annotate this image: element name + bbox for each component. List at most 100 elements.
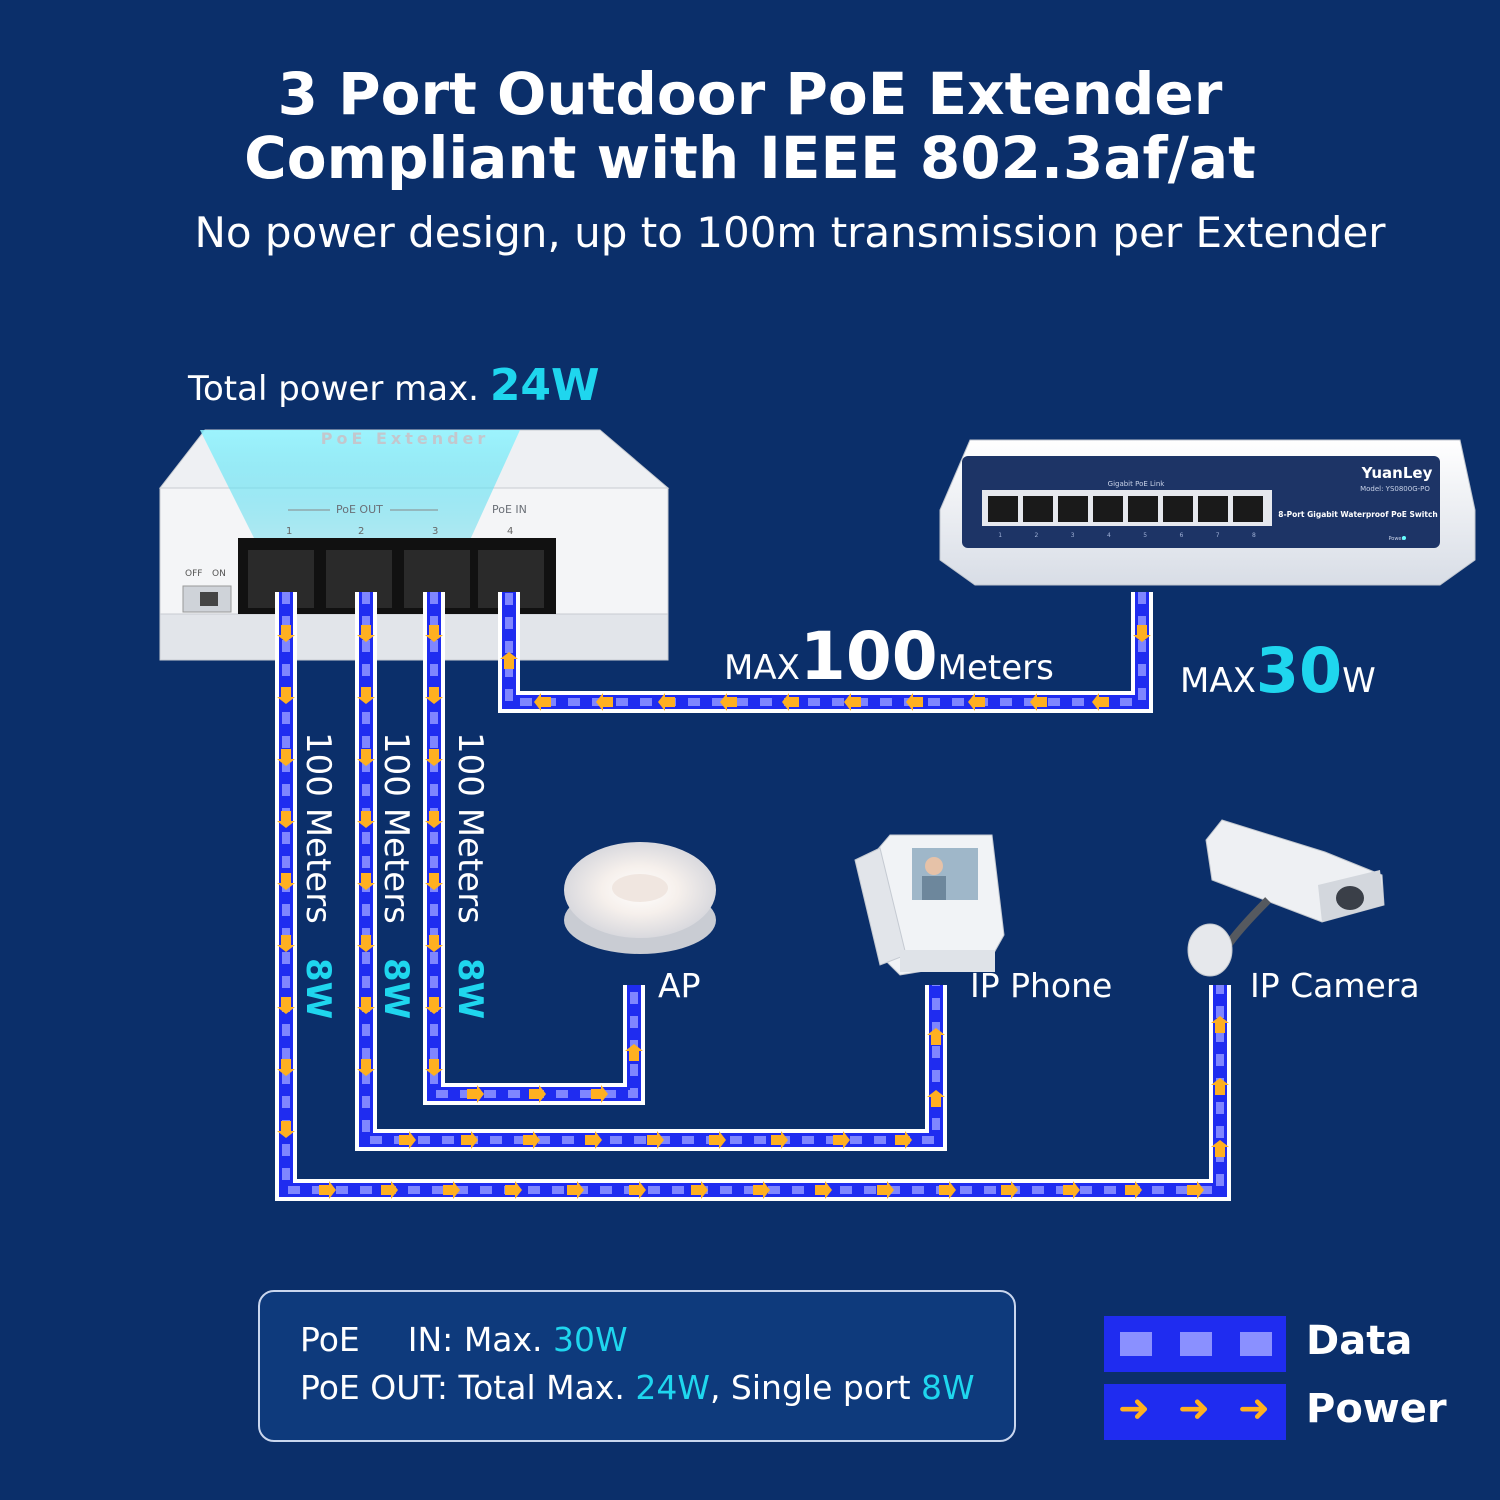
power-arrow-icon — [399, 1131, 416, 1149]
downlink-2-power: 8W — [376, 958, 416, 1020]
ip-phone-device — [854, 834, 1005, 976]
extender-top-text: PoE Extender — [321, 429, 490, 448]
power-arrow-icon — [782, 693, 799, 711]
uplink-distance-unit: Meters — [937, 648, 1054, 688]
switch-model: Model: YS0800G-PO — [1360, 485, 1430, 493]
data-legend-label: Data — [1306, 1318, 1413, 1364]
switch-on-label: ON — [212, 569, 226, 579]
port-number-1: 1 — [286, 526, 293, 537]
power-arrow-icon — [906, 693, 923, 711]
port-number-3: 3 — [432, 526, 439, 537]
power-arrow-icon — [319, 1181, 336, 1199]
power-arrow-icon — [1125, 1181, 1142, 1199]
power-arrow-icon — [895, 1131, 912, 1149]
power-arrow-icon — [357, 625, 375, 642]
power-arrow-icon — [425, 935, 443, 952]
data-square-icon — [1180, 1332, 1212, 1356]
power-arrow-icon — [567, 1181, 584, 1199]
power-arrow-icon — [357, 687, 375, 704]
power-arrow-icon — [467, 1085, 484, 1103]
power-arrow-icon — [968, 693, 985, 711]
power-arrow-icon — [771, 1131, 788, 1149]
power-arrow-icon — [844, 693, 861, 711]
power-arrow-icon — [357, 935, 375, 952]
downlink-2-distance: 100 Meters — [376, 732, 416, 924]
ip-phone-label: IP Phone — [970, 966, 1113, 1005]
power-arrow-icon — [277, 687, 295, 704]
power-arrow-icon — [927, 1090, 945, 1107]
data-legend-swatch — [1104, 1316, 1286, 1372]
poe-in-spec-max: Max. — [463, 1320, 543, 1359]
downlink-3-distance: 100 Meters — [450, 732, 490, 924]
power-arrow-icon — [277, 997, 295, 1014]
switch-port-number: 2 — [1034, 532, 1039, 539]
switch-port-number: 6 — [1179, 532, 1184, 539]
access-point-device — [564, 842, 716, 954]
power-arrow-icon — [277, 625, 295, 642]
downlink-1-power: 8W — [298, 958, 338, 1020]
power-arrow-icon — [658, 693, 675, 711]
ip-camera-label: IP Camera — [1250, 966, 1420, 1005]
power-arrow-icon — [523, 1131, 540, 1149]
switch-port-number: 3 — [1070, 532, 1075, 539]
poe-out-spec-total-value: 24W — [635, 1368, 710, 1407]
power-switch[interactable] — [183, 586, 231, 612]
switch-description: 8-Port Gigabit Waterproof PoE Switch — [1278, 510, 1438, 519]
ip-camera-device — [1187, 819, 1385, 977]
downlink-3-cable — [423, 592, 645, 1105]
switch-off-label: OFF — [185, 569, 203, 579]
power-arrow-icon — [357, 1059, 375, 1076]
uplink-distance-prefix: MAX — [724, 648, 800, 688]
poe-switch-device: YuanLey Model: YS0800G-PO Gigabit PoE Li… — [939, 439, 1476, 586]
power-arrow-icon — [1063, 1181, 1080, 1199]
uplink-cable — [498, 592, 1153, 713]
extender-ports — [248, 550, 544, 608]
poe-in-spec-prefix: PoE — [300, 1320, 360, 1359]
power-arrow-icon — [691, 1181, 708, 1199]
switch-port-number: 4 — [1106, 532, 1111, 539]
power-arrow-icon: ➜ — [1118, 1386, 1150, 1430]
total-power-prefix: Total power max. — [188, 369, 479, 409]
uplink-power-label: MAX30W — [1180, 634, 1376, 707]
downlink-2-cable — [355, 592, 947, 1151]
total-power-label: Total power max. 24W — [188, 360, 600, 411]
power-arrow-icon — [461, 1131, 478, 1149]
power-arrow-icon — [443, 1181, 460, 1199]
power-arrow-icon — [277, 749, 295, 766]
switch-port-number: 7 — [1215, 532, 1220, 539]
poe-out-spec-total: Total Max. — [458, 1368, 625, 1407]
power-arrow-icon — [529, 1085, 546, 1103]
power-arrow-icon — [357, 997, 375, 1014]
poe-in-label: PoE IN — [492, 503, 527, 516]
power-arrow-icon — [357, 811, 375, 828]
power-arrow-icon — [1133, 625, 1151, 642]
power-legend-swatch: ➜ ➜ ➜ — [1104, 1384, 1286, 1440]
power-arrow-icon — [425, 1059, 443, 1076]
subtitle: No power design, up to 100m transmission… — [194, 208, 1386, 257]
power-arrow-icon — [815, 1181, 832, 1199]
data-square-icon — [1240, 1332, 1272, 1356]
power-arrow-icon — [1211, 1016, 1229, 1033]
power-arrow-icon — [357, 873, 375, 890]
downlink-3-power: 8W — [450, 958, 490, 1020]
switch-port-number: 1 — [998, 532, 1003, 539]
switch-link-label: Gigabit PoE Link — [1108, 480, 1166, 488]
power-arrow-icon — [277, 1121, 295, 1138]
power-arrow-icon — [877, 1181, 894, 1199]
power-arrow-icon — [720, 693, 737, 711]
power-arrow-icon — [647, 1131, 664, 1149]
power-arrow-icon — [277, 935, 295, 952]
data-square-icon — [1120, 1332, 1152, 1356]
power-arrow-icon — [709, 1131, 726, 1149]
switch-brand: YuanLey — [1361, 464, 1433, 482]
title-line-1: 3 Port Outdoor PoE Extender — [277, 60, 1223, 128]
legend: ➜ ➜ ➜ Data Power — [1104, 1316, 1447, 1440]
power-arrow-icon — [1211, 1140, 1229, 1157]
poe-out-spec-prefix: PoE OUT: — [300, 1368, 449, 1407]
power-arrow-icon — [591, 1085, 608, 1103]
port-number-2: 2 — [358, 526, 365, 537]
switch-port-numbers: 1 2 3 4 5 6 7 8 — [982, 532, 1272, 539]
power-arrow-icon: ➜ — [1178, 1386, 1210, 1430]
